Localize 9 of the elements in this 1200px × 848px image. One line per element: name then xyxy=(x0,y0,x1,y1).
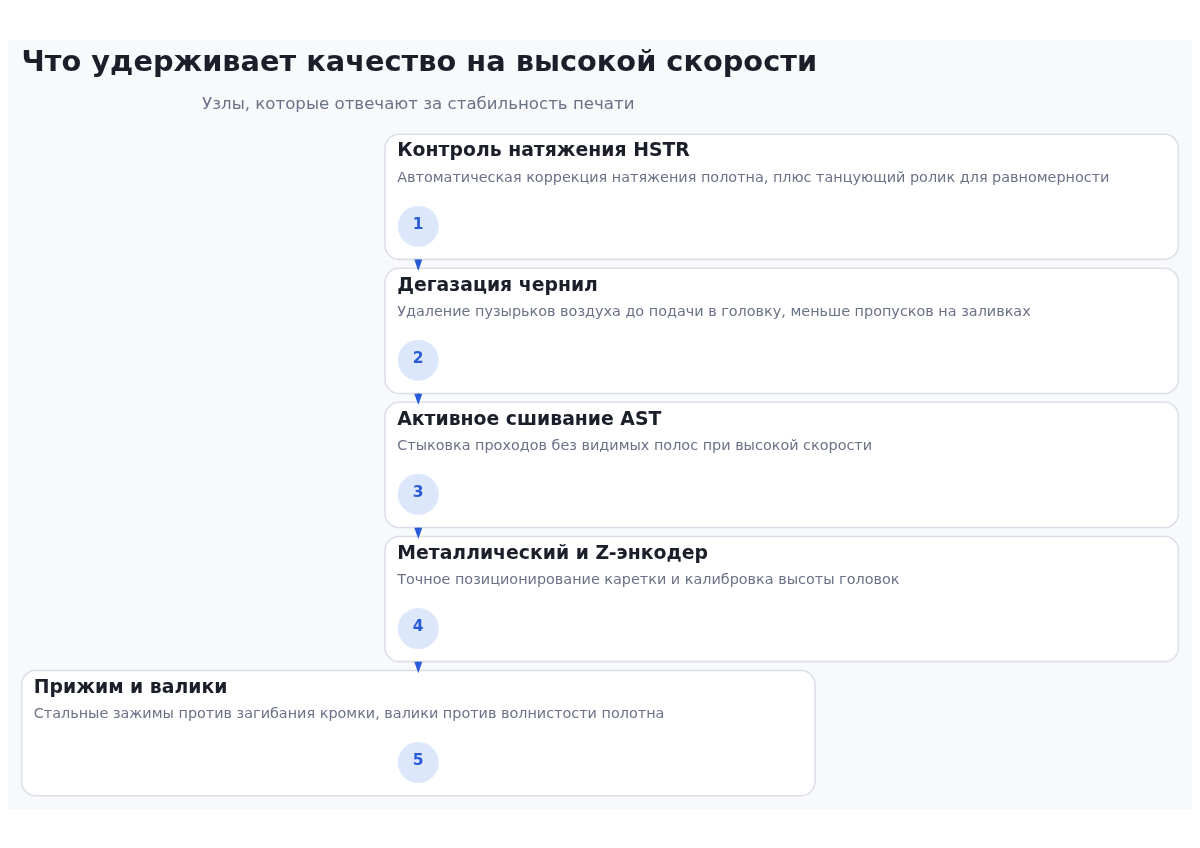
node-circle: 1 xyxy=(397,205,439,247)
arrow xyxy=(414,258,423,271)
node-circle: 5 xyxy=(397,741,439,783)
label: Узлы, которые отвечают за стабильность печати xyxy=(202,93,635,113)
arrow xyxy=(414,392,423,405)
node-circle: 4 xyxy=(397,607,439,649)
diagram-title: Что удерживает качество на высокой скорости xyxy=(21,43,818,78)
node-circle: 3 xyxy=(397,473,439,515)
node-circle: 2 xyxy=(397,339,439,381)
